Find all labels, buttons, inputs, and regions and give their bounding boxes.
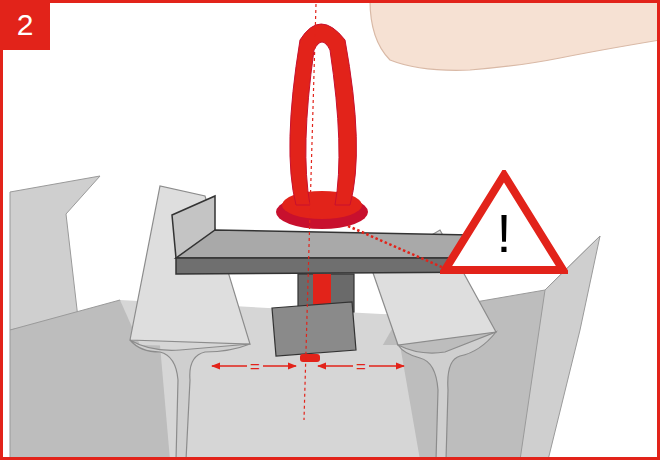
hand [370, 0, 660, 70]
warning-mark: ! [496, 206, 511, 274]
step-number-text: 2 [17, 10, 34, 40]
warning-triangle: ! [440, 170, 568, 274]
eye-bolt [276, 24, 368, 229]
centre-line [304, 4, 316, 420]
grating [10, 176, 600, 460]
spacing-arrows [212, 366, 404, 367]
equal-spacing-mark: = [353, 358, 369, 375]
equal-spacing-mark: = [247, 358, 263, 375]
step-number: 2 [0, 0, 50, 50]
leader-line [348, 226, 444, 268]
clamp-block [272, 274, 356, 362]
